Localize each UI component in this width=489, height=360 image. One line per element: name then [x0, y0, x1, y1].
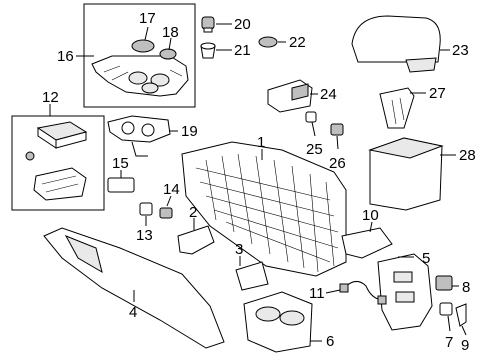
- inset-box-12: [11, 115, 105, 211]
- part-knob-small: [439, 302, 453, 316]
- part-plug: [305, 111, 317, 123]
- callout-13: 13: [136, 227, 153, 244]
- part-console-bin: [368, 137, 444, 211]
- callout-20: 20: [234, 16, 251, 33]
- callout-6: 6: [326, 333, 334, 350]
- part-disc: [258, 36, 278, 48]
- leader-lines: [49, 23, 467, 342]
- callout-10: 10: [362, 207, 379, 224]
- part-cup-holder-tray: [91, 55, 189, 97]
- callout-28: 28: [459, 147, 476, 164]
- callout-7: 7: [445, 334, 453, 351]
- callout-19: 19: [181, 123, 198, 140]
- callout-9: 9: [461, 337, 469, 354]
- part-armrest-lid: [351, 15, 441, 73]
- callout-26: 26: [329, 155, 346, 172]
- part-trim-panel: [377, 253, 433, 331]
- callout-21: 21: [234, 42, 251, 59]
- part-switch-panel: [341, 227, 393, 259]
- callout-23: 23: [452, 42, 469, 59]
- callout-1: 1: [257, 134, 265, 151]
- part-cup-holder: [243, 291, 313, 353]
- callouts: 1 2 3 4 5 6 7 8 9 10 11 12 13 14 15 16 1…: [42, 10, 476, 354]
- callout-17: 17: [139, 10, 156, 27]
- callout-3: 3: [235, 241, 243, 258]
- callout-24: 24: [320, 86, 337, 103]
- part-cup-frame: [107, 115, 171, 157]
- part-cap-square: [435, 275, 453, 291]
- part-switch: [107, 177, 135, 193]
- part-storage-bin: [25, 121, 88, 201]
- part-cup-mat: [131, 39, 155, 53]
- callout-5: 5: [422, 250, 430, 267]
- part-console-base: [181, 141, 347, 277]
- part-bushing: [139, 202, 153, 216]
- callout-14: 14: [163, 181, 180, 198]
- part-small-bracket: [235, 261, 269, 291]
- callout-11: 11: [309, 285, 325, 302]
- callout-16: 16: [57, 48, 74, 65]
- callout-8: 8: [462, 279, 470, 296]
- callout-22: 22: [289, 34, 306, 51]
- part-knob: [201, 16, 215, 33]
- part-cup-insert: [159, 48, 177, 60]
- callout-25: 25: [306, 141, 323, 158]
- part-side-panel: [43, 227, 225, 349]
- callout-27: 27: [429, 85, 446, 102]
- part-clip: [330, 123, 344, 136]
- part-cap: [200, 42, 216, 59]
- callout-15: 15: [112, 155, 129, 172]
- part-grommet: [159, 207, 173, 219]
- part-wiring: [339, 281, 387, 305]
- part-latch: [267, 79, 313, 113]
- part-clip-small: [455, 303, 467, 327]
- part-hinge: [379, 87, 415, 129]
- callout-18: 18: [162, 24, 179, 41]
- callout-12: 12: [42, 89, 59, 106]
- callout-2: 2: [189, 204, 197, 221]
- part-bracket: [177, 225, 215, 255]
- callout-4: 4: [129, 304, 137, 321]
